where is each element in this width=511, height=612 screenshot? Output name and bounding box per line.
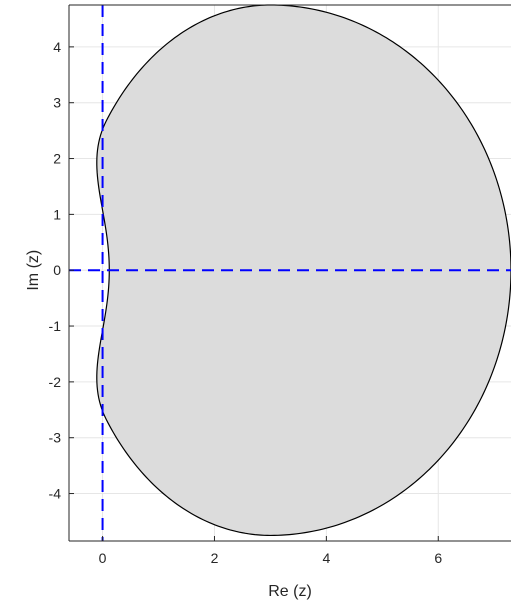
- y-axis-label: Im (z): [25, 250, 42, 291]
- y-tick-label: 2: [53, 151, 61, 167]
- y-tick-label: 1: [53, 206, 61, 222]
- y-tick-label: -1: [49, 318, 62, 334]
- y-tick-label: -3: [49, 430, 62, 446]
- x-tick-label: 6: [434, 550, 442, 566]
- x-axis-label: Re (z): [268, 583, 312, 600]
- y-tick-label: -4: [49, 486, 62, 502]
- y-tick-label: 0: [53, 262, 61, 278]
- x-ticks: 0 2 4 6: [99, 536, 442, 566]
- x-tick-label: 4: [322, 550, 330, 566]
- x-tick-label: 0: [99, 550, 107, 566]
- y-tick-label: -2: [49, 374, 62, 390]
- y-tick-label: 4: [53, 39, 61, 55]
- reference-lines: [69, 5, 511, 541]
- y-ticks: -4 -3 -2 -1 0 1 2 3 4: [49, 39, 74, 502]
- axes: [68, 4, 511, 542]
- x-tick-label: 2: [211, 550, 219, 566]
- y-tick-label: 3: [53, 95, 61, 111]
